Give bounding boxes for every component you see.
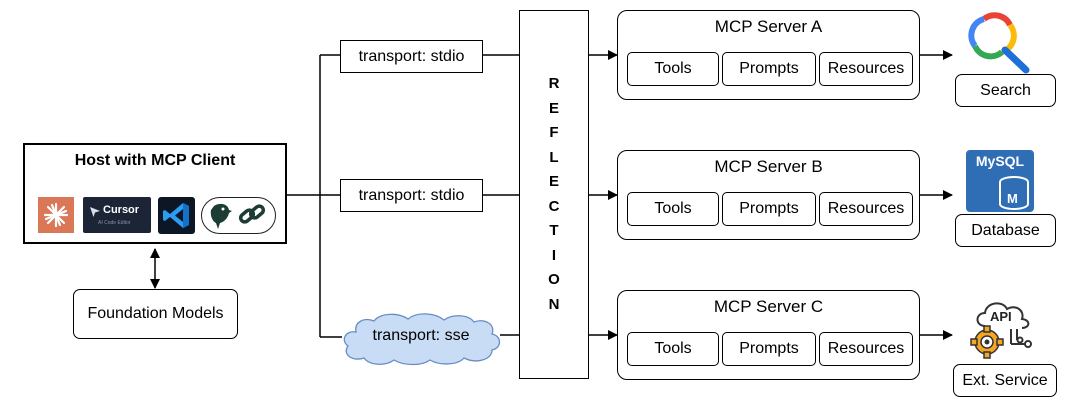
search-endpoint: Search [955, 74, 1056, 107]
reflection-letter: N [548, 295, 560, 313]
ext-service-endpoint: Ext. Service [953, 364, 1057, 397]
mysql-letter: M [1007, 191, 1018, 206]
server-title: MCP Server C [713, 297, 824, 316]
prompts-item: Prompts [722, 52, 816, 86]
tools-item: Tools [627, 332, 719, 366]
vscode-icon [158, 197, 195, 234]
reflection-letter: C [548, 197, 560, 215]
transport-stdio-2: transport: stdio [340, 179, 483, 212]
mcp-server-c: MCP Server C Tools Prompts Resources [617, 290, 920, 380]
resources-item: Resources [819, 52, 913, 86]
reflection-letter: L [549, 148, 559, 166]
google-search-icon [962, 8, 1034, 74]
cursor-label: Cursor [103, 204, 140, 216]
host-title: Host with MCP Client [74, 152, 236, 169]
cloud-shape [343, 313, 501, 366]
foundation-models-box: Foundation Models [73, 289, 238, 339]
resources-item: Resources [819, 192, 913, 226]
reflection-letter: E [548, 99, 559, 117]
api-label: API [990, 309, 1012, 324]
reflection-letter: R [548, 75, 560, 92]
reflection-letter: E [548, 173, 559, 190]
mysql-database-icon: MySQL M [966, 150, 1034, 212]
tools-item: Tools [627, 52, 719, 86]
mcp-server-a: MCP Server A Tools Prompts Resources [617, 10, 920, 100]
reflection-letter: T [549, 222, 559, 239]
prompts-item: Prompts [722, 332, 816, 366]
reflection-letter: O [548, 271, 560, 288]
mcp-server-b: MCP Server B Tools Prompts Resources [617, 150, 920, 240]
transport-stdio-1: transport: stdio [340, 40, 483, 73]
cursor-sublabel: AI Code Editor [98, 220, 131, 226]
api-cloud-gear-icon: API [967, 296, 1037, 362]
reflection-box: R E F L E C T I O N [519, 10, 589, 379]
parrot-chain-icon [201, 197, 276, 234]
cursor-logo: Cursor AI Code Editor [83, 197, 151, 233]
claude-icon [38, 197, 74, 233]
mysql-label: MySQL [975, 153, 1025, 169]
host-client-box: Host with MCP Client Cursor AI Code Edit… [23, 143, 287, 244]
resources-item: Resources [819, 332, 913, 366]
reflection-letter: F [549, 124, 559, 141]
server-title: MCP Server A [714, 17, 823, 36]
cylinder-icon [999, 176, 1029, 210]
transport-sse-cloud: transport: sse [336, 310, 506, 366]
foundation-models-label: Foundation Models [87, 305, 224, 322]
server-title: MCP Server B [714, 157, 823, 176]
cursor-arrow-icon [90, 207, 100, 217]
reflection-letter: I [551, 246, 557, 264]
transport-label: transport: stdio [358, 47, 465, 65]
transport-label: transport: sse [372, 327, 470, 344]
tools-item: Tools [627, 192, 719, 226]
prompts-item: Prompts [722, 192, 816, 226]
database-endpoint: Database [955, 214, 1056, 247]
transport-label: transport: stdio [358, 186, 465, 204]
